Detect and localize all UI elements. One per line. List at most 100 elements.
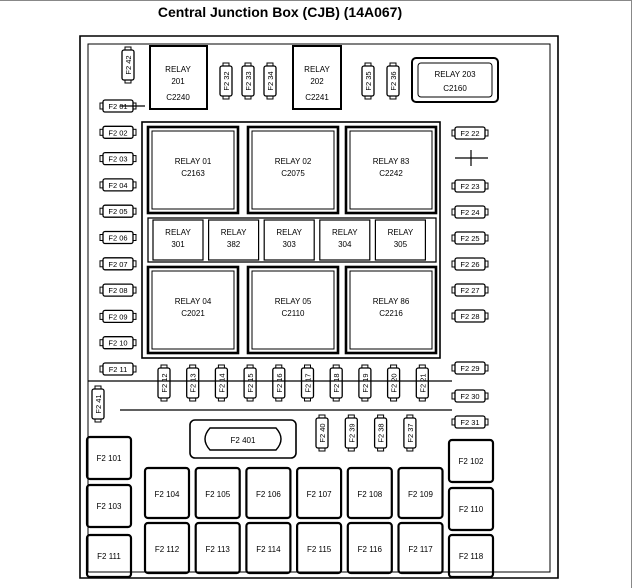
fuse-lower-0-tab-bottom (318, 447, 326, 452)
fuse-left-3-tab-right (132, 181, 137, 189)
maxi-row2-label-5: F2 117 (408, 545, 433, 554)
maxi-left-1 (85, 483, 133, 529)
fuse-mid-7-label: F2 19 (361, 373, 370, 392)
fuse-mid-4-tab-top (275, 364, 283, 369)
fuse-left-7-tab-right (132, 286, 137, 294)
fuse-mid-6-tab-bottom (332, 397, 340, 402)
fuse-f2-401-body (204, 427, 282, 451)
relay-202-name: RELAY (304, 65, 330, 74)
relay-201-code: C2240 (166, 93, 190, 102)
fuse-f2-41-tab-bottom (94, 418, 102, 423)
fuse-f2-401-label: F2 401 (231, 436, 256, 445)
relay-big-r1-code-1: C2075 (281, 169, 305, 178)
maxi-right-0 (447, 438, 495, 484)
fuse-lower-1-label: F2 39 (347, 423, 356, 442)
fuse-top-5-tab-top (389, 62, 397, 67)
fuse-left-6-tab-left (99, 260, 104, 268)
fuse-right-1-label: F2 23 (460, 182, 479, 191)
fuse-top-2-tab-top (244, 62, 252, 67)
maxi-left-label-1: F2 103 (97, 502, 122, 511)
relay-big-r1-inner-1 (251, 130, 335, 210)
fuse-lower-0-label: F2 40 (318, 423, 327, 442)
fuse-lower-3-label: F2 37 (406, 423, 415, 442)
fuse-mid-1-label: F2 13 (189, 373, 198, 392)
fuse-right-9-label: F2 31 (460, 418, 479, 427)
fuse-right-4-label: F2 26 (460, 260, 479, 269)
maxi-right-label-2: F2 118 (459, 552, 484, 561)
relay-small-3 (319, 219, 371, 261)
fuse-right-8-tab-left (451, 392, 456, 400)
fuse-right-5-tab-right (484, 286, 489, 294)
fuse-right-3-label: F2 25 (460, 234, 479, 243)
fuse-mid-0-tab-bottom (160, 397, 168, 402)
maxi-row2-0 (143, 521, 191, 575)
maxi-left-label-2: F2 111 (97, 552, 121, 561)
maxi-row2-1 (194, 521, 241, 575)
relay-203-box (411, 57, 499, 103)
maxi-row1-4 (346, 466, 393, 520)
maxi-left-2 (85, 533, 133, 579)
maxi-row2-3 (296, 521, 343, 575)
fuse-left-3-tab-left (99, 181, 104, 189)
fuse-mid-4-label: F2 16 (275, 373, 284, 392)
relay-small-number-3: 304 (338, 240, 352, 249)
fuse-right-8-label: F2 30 (460, 392, 479, 401)
maxi-row1-5 (397, 466, 444, 520)
maxi-row1-3 (296, 466, 343, 520)
fuse-top-0-tab-bottom (124, 79, 132, 84)
fuse-right-2-tab-right (484, 208, 489, 216)
fuse-left-9-label: F2 10 (108, 339, 127, 348)
maxi-right-1 (447, 486, 495, 532)
fuse-left-1-label: F2 02 (108, 128, 127, 137)
fuse-mid-2-tab-bottom (217, 397, 225, 402)
fuse-top-1-tab-bottom (222, 95, 230, 100)
relay-202-number: 202 (310, 77, 324, 86)
fuse-mid-9-tab-top (418, 364, 426, 369)
relay-big-r2-name-2: RELAY 86 (373, 297, 410, 306)
maxi-row1-label-0: F2 104 (155, 490, 180, 499)
fuse-top-3-label: F2 34 (266, 71, 275, 90)
fuse-mid-4-tab-bottom (275, 397, 283, 402)
relay-big-r1-name-1: RELAY 02 (275, 157, 312, 166)
fuse-right-7-tab-right (484, 364, 489, 372)
maxi-row1-label-4: F2 108 (357, 490, 382, 499)
maxi-row2-label-0: F2 112 (155, 545, 180, 554)
fuse-mid-9-label: F2 21 (418, 373, 427, 392)
fuse-top-4-tab-bottom (364, 95, 372, 100)
fuse-mid-9-tab-bottom (418, 397, 426, 402)
fuse-left-8-label: F2 09 (108, 312, 127, 321)
relay-big-r2-inner-0 (151, 270, 235, 350)
relay-small-2 (263, 219, 315, 261)
fuse-mid-8-tab-top (390, 364, 398, 369)
relay-big-r2-code-1: C2110 (282, 309, 306, 318)
fuse-left-9-tab-left (99, 339, 104, 347)
relay-small-4 (374, 219, 426, 261)
fuse-mid-8-label: F2 20 (390, 373, 399, 392)
fuse-mid-3-tab-top (246, 364, 254, 369)
relay-big-r1-code-2: C2242 (379, 169, 403, 178)
fuse-lower-2-tab-top (377, 414, 385, 419)
relay-202-code: C2241 (305, 93, 329, 102)
relay-big-r2-2 (344, 265, 438, 355)
relay-small-1 (208, 219, 260, 261)
fuse-left-10-tab-left (99, 365, 104, 373)
relay-big-r2-1 (246, 265, 340, 355)
fuse-right-3-tab-right (484, 234, 489, 242)
maxi-right-label-0: F2 102 (459, 457, 484, 466)
fuse-mid-1-tab-top (189, 364, 197, 369)
fuse-lower-3-tab-top (406, 414, 414, 419)
fuse-left-10-label: F2 11 (109, 365, 128, 374)
top-border-line (0, 0, 632, 1)
relay-203-inner (417, 62, 493, 98)
relay-201-box (149, 45, 208, 110)
fuse-mid-3-tab-bottom (246, 397, 254, 402)
fuse-mid-2-tab-top (217, 364, 225, 369)
fuse-right-7-label: F2 29 (460, 364, 479, 373)
fuse-left-2-label: F2 03 (108, 155, 127, 164)
fuse-right-5-label: F2 27 (460, 286, 479, 295)
fuse-right-4-tab-right (484, 260, 489, 268)
fuse-left-3-label: F2 04 (108, 181, 127, 190)
maxi-left-label-0: F2 101 (97, 454, 122, 463)
relay-small-number-4: 305 (394, 240, 408, 249)
relay-203-name: RELAY 203 (434, 70, 476, 79)
